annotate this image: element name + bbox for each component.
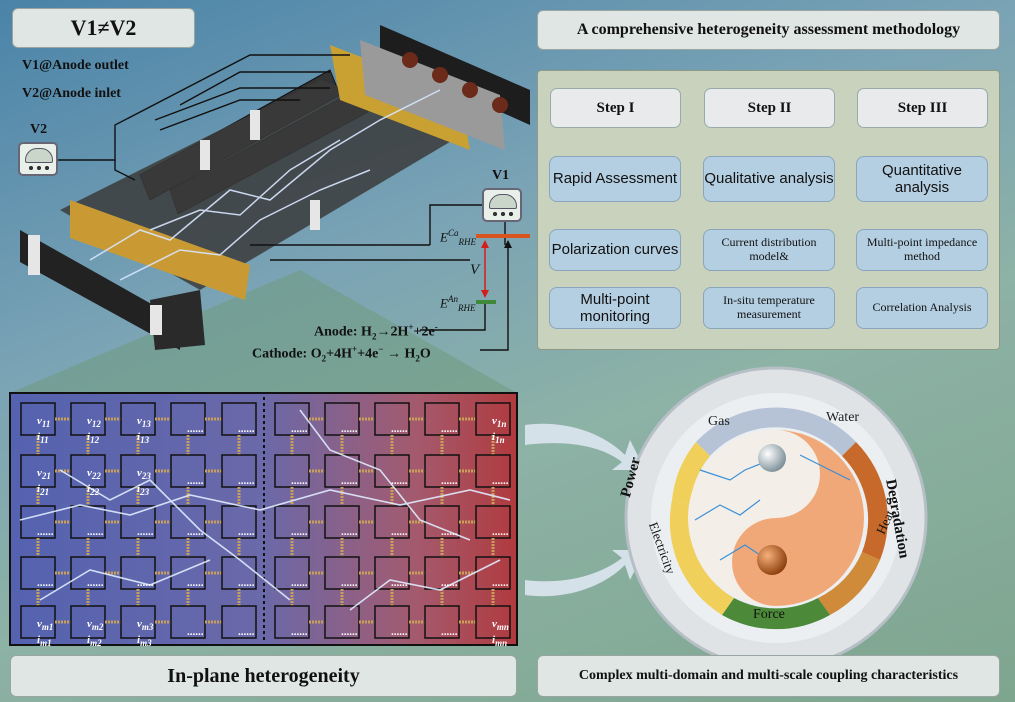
grid-cell-placeholder: ...... [187, 475, 204, 487]
grid-cell-placeholder: ...... [291, 626, 308, 638]
grid-cell-placeholder: ...... [391, 526, 408, 538]
wheel-label-force: Force [753, 607, 785, 622]
step-1-item-monitoring: Multi-point monitoring [549, 287, 681, 329]
projection-triangle [10, 270, 517, 393]
grid-cell-placeholder: ...... [441, 626, 458, 638]
grid-cell-placeholder: ...... [341, 423, 358, 435]
anode-potential-label: EAnRHE [440, 294, 476, 313]
step-2-header: Step II [704, 88, 835, 128]
grid-cell-placeholder: ...... [37, 526, 54, 538]
grid-cell-placeholder: ...... [441, 577, 458, 589]
grid-cell [475, 605, 511, 639]
grid-cell-placeholder: ...... [441, 423, 458, 435]
cell-voltage-label: V [470, 262, 480, 278]
current-distribution-grid [9, 392, 518, 646]
cathode-potential-label: ECaRHE [440, 228, 476, 247]
step-2-item-current-model: Current distribution model& [703, 229, 835, 271]
grid-cell-placeholder: ...... [37, 577, 54, 589]
step-2-item-qualitative: Qualitative analysis [703, 156, 835, 202]
v2-inlet-label: V2@Anode inlet [22, 86, 121, 101]
grid-cell-placeholder: ...... [391, 475, 408, 487]
coupling-wheel [624, 366, 928, 670]
step-1-item-rapid-assessment: Rapid Assessment [549, 156, 681, 202]
step-1-header: Step I [550, 88, 681, 128]
step-3-item-impedance: Multi-point impedance method [856, 229, 988, 271]
grid-cell-placeholder: ...... [291, 526, 308, 538]
v1-meter-label: V1 [492, 168, 510, 183]
grid-cell-placeholder: ...... [341, 526, 358, 538]
grid-cell-placeholder: ...... [238, 475, 255, 487]
step-1-item-polarization: Polarization curves [549, 229, 681, 271]
fuel-cell-stack [20, 25, 530, 350]
step-2-item-temperature: In-situ temperature measurement [703, 287, 835, 329]
wheel-label-gas: Gas [708, 414, 730, 429]
grid-cell-placeholder: ...... [87, 526, 104, 538]
grid-cell-placeholder: ...... [492, 475, 509, 487]
grid-cell-placeholder: ...... [341, 475, 358, 487]
grid-cell-placeholder: ...... [291, 475, 308, 487]
grid-cell-placeholder: ...... [137, 526, 154, 538]
coupling-characteristics-title: Complex multi-domain and multi-scale cou… [537, 655, 1000, 697]
grid-cell-placeholder: ...... [137, 577, 154, 589]
grid-cell-placeholder: ...... [391, 423, 408, 435]
grid-cell-placeholder: ...... [187, 577, 204, 589]
grid-cell-placeholder: ...... [187, 423, 204, 435]
cathode-reaction: Cathode: O2+4H++4e− → H2O [252, 344, 431, 364]
grid-cell-placeholder: ...... [238, 577, 255, 589]
grid-cell-placeholder: ...... [291, 423, 308, 435]
step-3-item-correlation: Correlation Analysis [856, 287, 988, 329]
v1-outlet-label: V1@Anode outlet [22, 58, 129, 73]
wheel-label-water: Water [826, 410, 860, 425]
grid-cell [221, 605, 257, 639]
grid-cell-placeholder: ...... [492, 526, 509, 538]
grid-cell-placeholder: ...... [187, 626, 204, 638]
voltmeter-v1-icon [482, 188, 522, 222]
v2-meter-label: V2 [30, 122, 48, 137]
grid-cell-placeholder: ...... [391, 577, 408, 589]
voltmeter-v2-icon [18, 142, 58, 176]
step-3-header: Step III [857, 88, 988, 128]
grid-cell-placeholder: ...... [441, 475, 458, 487]
grid-cell-placeholder: ...... [492, 577, 509, 589]
grid-cell-placeholder: ...... [341, 577, 358, 589]
anode-reaction: Anode: H2→2H++2e- [314, 322, 438, 342]
grid-cell-placeholder: ...... [238, 526, 255, 538]
voltage-title: V1≠V2 [12, 8, 195, 48]
grid-cell-placeholder: ...... [238, 423, 255, 435]
grid-cell-placeholder: ...... [441, 526, 458, 538]
grid-cell-placeholder: ...... [291, 577, 308, 589]
grid-cell-placeholder: ...... [341, 626, 358, 638]
inplane-heterogeneity-title: In-plane heterogeneity [10, 655, 517, 697]
grid-cell-placeholder: ...... [187, 526, 204, 538]
methodology-title: A comprehensive heterogeneity assessment… [537, 10, 1000, 50]
grid-cell-placeholder: ...... [87, 577, 104, 589]
grid-cell-placeholder: ...... [238, 626, 255, 638]
grid-cell-placeholder: ...... [391, 626, 408, 638]
step-3-item-quantitative: Quantitative analysis [856, 156, 988, 202]
